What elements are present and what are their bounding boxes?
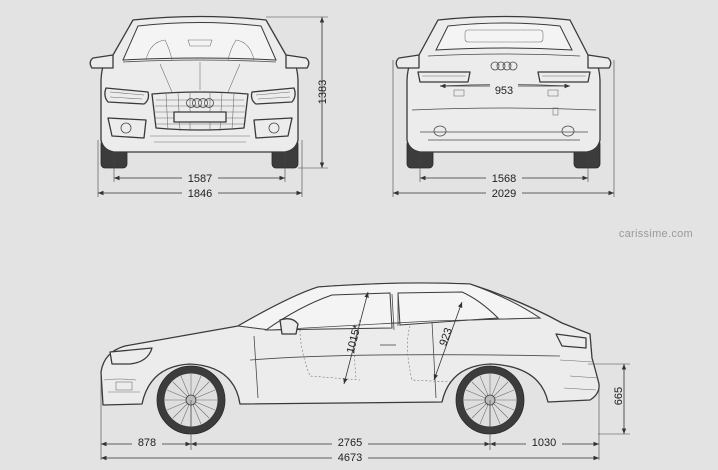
side-front-wheel [156, 365, 226, 435]
front-track-label: 1587 [188, 173, 212, 185]
rear-right-taillight [537, 71, 591, 83]
side-view [100, 282, 600, 435]
height-label: 1383 [317, 80, 329, 104]
rear-left-mirror [395, 54, 420, 69]
front-right-headlight [250, 87, 296, 105]
rear-dimensions: 953 1568 2029 [392, 60, 615, 200]
side-mirror [279, 318, 299, 335]
front-dimensions: 1587 1846 1383 [97, 16, 329, 200]
side-taillight [555, 333, 587, 349]
front-left-headlight [104, 87, 150, 105]
overall-length-label: 4673 [338, 452, 362, 464]
rear-window [435, 22, 573, 51]
side-headlight [109, 347, 153, 365]
length-dimensions: 878 2765 1030 4673 [100, 372, 600, 464]
rear-overhang-label: 1030 [532, 437, 556, 449]
rear-track-label: 1568 [492, 173, 516, 185]
rear-right-mirror [587, 54, 612, 69]
front-left-mirror [89, 54, 114, 69]
trunk-opening-label: 953 [495, 85, 513, 97]
sill-dimension: 665 [588, 363, 630, 435]
front-view [89, 15, 310, 169]
audi-logo-front [186, 98, 214, 108]
wheelbase-label: 2765 [338, 437, 362, 449]
front-plate [173, 111, 227, 123]
loading-sill-label: 665 [613, 387, 625, 405]
front-width-label: 1846 [188, 188, 212, 200]
front-overhang-label: 878 [138, 437, 156, 449]
rear-headroom-label: 923 [437, 326, 455, 347]
watermark: carissime.com [619, 228, 693, 240]
rear-headroom-dimension-line [433, 301, 463, 381]
audi-logo-rear [490, 61, 518, 71]
front-right-mirror [285, 54, 310, 69]
rear-left-taillight [417, 71, 471, 83]
mirror-width-label: 2029 [492, 188, 516, 200]
front-headroom-dimension-line [343, 291, 369, 385]
front-windshield [122, 22, 277, 61]
